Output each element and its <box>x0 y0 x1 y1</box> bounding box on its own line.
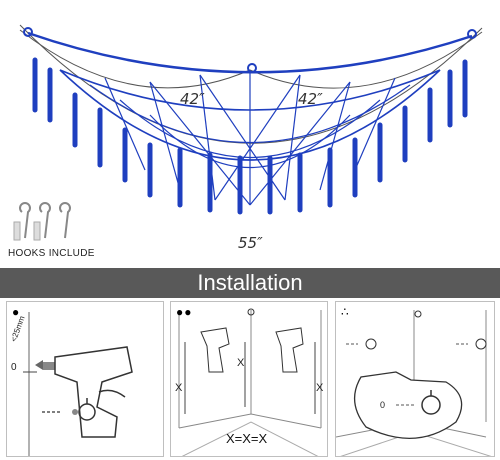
drill-icon <box>200 327 230 373</box>
zero-label: 0 <box>11 362 17 373</box>
equation-label: X=X=X <box>226 431 268 446</box>
dimension-bottom: 55″ <box>238 234 263 252</box>
hooks-icon <box>13 202 71 241</box>
x-label-right: X <box>316 382 324 394</box>
drill-icon <box>54 346 133 438</box>
drill-icon-2 <box>275 327 304 373</box>
step-panel-2: ●● X X X X=X=X <box>170 301 328 457</box>
step-panel-1: ● <25mm 0 <box>6 301 164 457</box>
x-label-left: X <box>175 382 183 394</box>
step-marker-1: ● <box>12 305 21 319</box>
hooks-label: HOOKS INCLUDE <box>8 248 95 259</box>
dimension-left: 42″ <box>180 90 205 108</box>
measure-illustration <box>178 308 322 456</box>
hook-icon <box>365 338 377 350</box>
banner-title: Installation <box>197 270 303 295</box>
dimension-right: 42″ <box>298 90 323 108</box>
drill-illustration <box>23 312 133 456</box>
hook-icon-2 <box>475 338 487 350</box>
x-label-middle: X <box>237 357 245 369</box>
zero-label: 0 <box>380 400 386 410</box>
step-marker-3: ∴ <box>341 305 350 319</box>
installation-banner: Installation <box>0 268 500 298</box>
step-panel-3: ∴ 0 <box>335 301 495 457</box>
product-illustration: 42″ 42″ 55″ HOOKS INCLUDE <box>8 24 483 259</box>
step-marker-2: ●● <box>176 305 193 319</box>
hammock-net-illustration <box>13 24 483 241</box>
hook-mount-illustration <box>336 310 492 456</box>
